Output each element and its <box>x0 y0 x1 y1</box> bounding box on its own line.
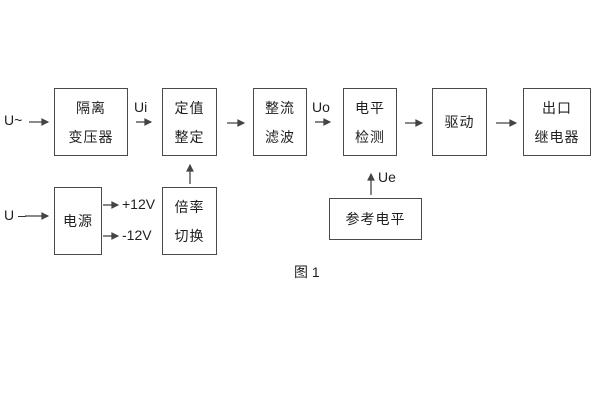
block-isolation-transformer: 隔离 变压器 <box>54 88 128 156</box>
signal-ui: Ui <box>134 99 148 115</box>
block-value-setting: 定值 整定 <box>162 88 217 156</box>
block-level-detect: 电平 检测 <box>343 88 397 156</box>
block-label: 出口 <box>542 99 572 116</box>
block-power-supply: 电源 <box>54 187 102 255</box>
block-label: 电源 <box>63 213 93 229</box>
block-label: 驱动 <box>444 114 475 130</box>
block-label: 滤波 <box>265 128 295 145</box>
signal-plus-12v: +12V <box>122 196 156 212</box>
block-ratio-switch: 倍率 切换 <box>162 187 217 255</box>
block-rectify-filter: 整流 滤波 <box>253 88 307 156</box>
block-label: 整流 <box>265 99 295 116</box>
block-drive: 驱动 <box>432 88 487 156</box>
block-label: 切换 <box>174 227 205 244</box>
block-label: 继电器 <box>534 128 580 145</box>
block-label: 变压器 <box>68 128 114 145</box>
signal-dc-input: U – <box>4 207 26 223</box>
block-label: 隔离 <box>76 99 106 116</box>
signal-ac-input: U~ <box>4 112 23 128</box>
signal-minus-12v: -12V <box>122 227 152 243</box>
block-label: 检测 <box>355 128 385 145</box>
block-label: 整定 <box>174 128 205 145</box>
block-label: 定值 <box>174 99 205 116</box>
signal-ue: Ue <box>378 169 396 185</box>
block-label: 参考电平 <box>345 211 406 227</box>
block-reference-level: 参考电平 <box>329 198 422 240</box>
block-label: 倍率 <box>174 198 205 215</box>
signal-uo: Uo <box>312 99 330 115</box>
block-label: 电平 <box>355 99 385 116</box>
figure-caption: 图 1 <box>294 264 320 280</box>
block-output-relay: 出口 继电器 <box>523 88 591 156</box>
